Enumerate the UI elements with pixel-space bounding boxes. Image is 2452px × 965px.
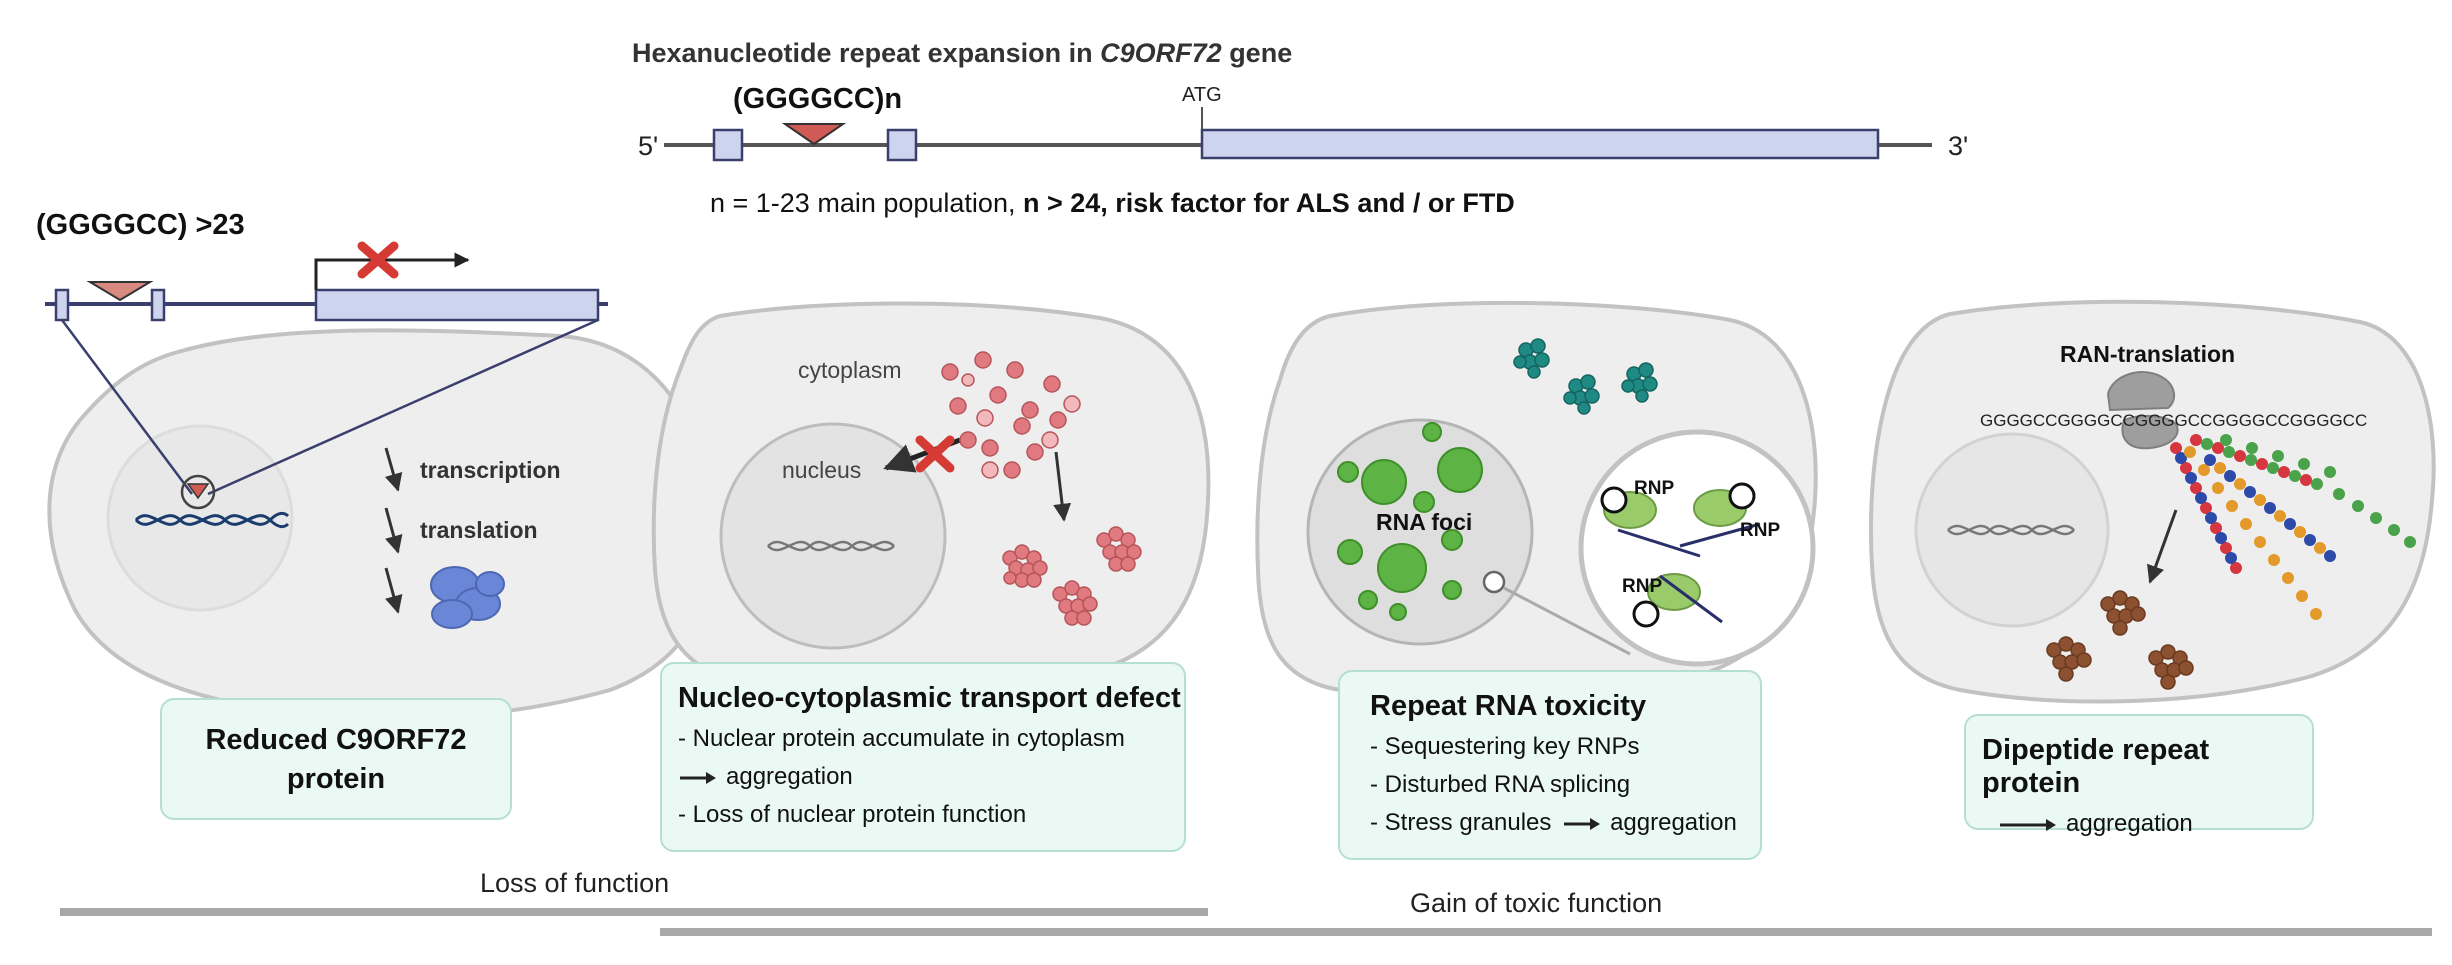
three-prime-label: 3' bbox=[1948, 131, 1968, 161]
box-rna-toxicity: Repeat RNA toxicity - Sequestering key R… bbox=[1338, 670, 1762, 860]
aggregation-arrow-2 bbox=[1053, 451, 1072, 522]
bottom-bars: Loss of function Gain of toxic function bbox=[60, 868, 2432, 936]
box3-title: Repeat RNA toxicity bbox=[1370, 690, 1647, 722]
panel1-exon-1 bbox=[54, 288, 70, 322]
loss-of-function-bar bbox=[60, 908, 1208, 916]
top-repeat-triangle bbox=[781, 123, 847, 146]
box3-line1: - Sequestering key RNPs bbox=[1370, 733, 1640, 760]
rnp-label-3: RNP bbox=[1622, 576, 1662, 597]
top-exon-2 bbox=[886, 128, 918, 162]
rnp-zoom-circle bbox=[1578, 429, 1816, 667]
inline-arrow-icon-4 bbox=[2000, 818, 2056, 831]
box3-line3-prefix: - Stress granules bbox=[1370, 809, 1552, 836]
rnp-label-1: RNP bbox=[1634, 478, 1674, 499]
box-reduced-protein: Reduced C9ORF72 protein bbox=[160, 698, 512, 820]
top-gene-title: Hexanucleotide repeat expansion in C9ORF… bbox=[632, 38, 1292, 68]
box2-title: Nucleo-cytoplasmic transport defect bbox=[678, 682, 1181, 714]
protein-icon bbox=[430, 566, 505, 629]
gain-of-function-bar bbox=[660, 928, 2432, 936]
label-translation: translation bbox=[420, 517, 538, 543]
rna-foci-label: RNA foci bbox=[1376, 509, 1472, 535]
rnp-zoom-line bbox=[1503, 586, 1631, 656]
panel-4: RAN-translation GGGGCCGGGGCCGGGGCCGGGGCC… bbox=[1869, 299, 2436, 704]
box4-line1-row: aggregation bbox=[1982, 810, 2312, 838]
zoom-triangle bbox=[186, 483, 210, 500]
box3-line3-suffix: aggregation bbox=[1610, 809, 1737, 836]
transcription-start-arrow bbox=[314, 252, 470, 290]
box3-line3-row: - Stress granules aggregation bbox=[1370, 809, 1760, 837]
panel1-repeat-label: (GGGGCC) >23 bbox=[36, 209, 245, 241]
dna-helix-icon-2 bbox=[767, 540, 895, 552]
gain-of-function-label: Gain of toxic function bbox=[1410, 888, 1662, 918]
label-transcription: transcription bbox=[420, 457, 561, 483]
top-repeat-label: (GGGGCC)n bbox=[733, 83, 902, 115]
atg-label: ATG bbox=[1182, 84, 1222, 106]
cross-icon-2 bbox=[915, 435, 955, 473]
arrow-protein bbox=[384, 567, 403, 614]
top-gene-schematic: Hexanucleotide repeat expansion in C9ORF… bbox=[632, 38, 1968, 218]
rnp-zoom-source bbox=[1482, 570, 1506, 594]
panel-3: RNA foci RNP R bbox=[1255, 300, 1818, 703]
box2-line2: aggregation bbox=[726, 763, 853, 790]
rna-foci bbox=[1337, 422, 1483, 621]
panel1-exon-2 bbox=[150, 288, 166, 322]
rnp-label-2: RNP bbox=[1740, 520, 1780, 541]
loss-of-function-label: Loss of function bbox=[480, 868, 669, 898]
cross-icon bbox=[357, 241, 399, 279]
box2-line1: - Nuclear protein accumulate in cytoplas… bbox=[678, 725, 1125, 752]
top-exon-1 bbox=[712, 128, 744, 162]
teal-aggregates bbox=[1513, 338, 1658, 415]
box2-line3: - Loss of nuclear protein function bbox=[678, 801, 1027, 828]
box3-line2: - Disturbed RNA splicing bbox=[1370, 771, 1631, 798]
dna-helix-icon-4 bbox=[1947, 524, 2075, 536]
pink-aggregates bbox=[1002, 526, 1142, 626]
zoom-line-right bbox=[207, 318, 599, 496]
inline-arrow-icon bbox=[680, 771, 716, 784]
cytoplasmic-protein-dots bbox=[941, 351, 1081, 479]
nucleus-label: nucleus bbox=[782, 457, 861, 483]
five-prime-label: 5' bbox=[638, 131, 658, 161]
arrow-transcription bbox=[384, 447, 403, 492]
panel1-coding-exon bbox=[314, 288, 600, 322]
panel-2: cytoplasm nucleus bbox=[651, 301, 1211, 700]
aggregation-arrow-4 bbox=[2147, 509, 2178, 584]
dna-helix-icon bbox=[134, 511, 290, 529]
panel1-repeat-triangle bbox=[86, 281, 154, 302]
nucleus-2 bbox=[719, 422, 947, 650]
top-coding-exon bbox=[1200, 128, 1880, 160]
arrow-translation bbox=[384, 507, 403, 554]
inline-arrow-icon-3 bbox=[1564, 817, 1601, 830]
cytoplasm-label: cytoplasm bbox=[798, 357, 902, 383]
box4-line1: aggregation bbox=[2066, 810, 2193, 837]
panel-1: (GGGGCC) >23 transcription translation bbox=[36, 209, 714, 722]
box4-title: Dipeptide repeat protein bbox=[1982, 734, 2210, 799]
zoom-circle bbox=[180, 474, 216, 510]
box-transport-defect: Nucleo-cytoplasmic transport defect - Nu… bbox=[660, 662, 1186, 852]
box-dipeptide: Dipeptide repeat protein aggregation bbox=[1964, 714, 2314, 837]
population-text: n = 1-23 main population, n > 24, risk f… bbox=[710, 188, 1515, 218]
dipeptide-chains bbox=[2170, 434, 2416, 620]
box2-line2-row: aggregation bbox=[678, 763, 1184, 791]
ran-translation-label: RAN-translation bbox=[2060, 341, 2235, 367]
box1-title-line2: protein bbox=[286, 763, 386, 795]
zoom-line-left bbox=[60, 319, 194, 495]
brown-aggregates bbox=[2046, 590, 2194, 690]
rna-sequence: GGGGCCGGGGCCGGGGCCGGGGCCGGGGCC bbox=[1980, 411, 2367, 430]
box1-title-line1: Reduced C9ORF72 bbox=[205, 724, 467, 756]
ribosome-icon bbox=[2106, 371, 2179, 450]
rnp-complexes: RNP RNP RNP bbox=[1600, 478, 1780, 628]
